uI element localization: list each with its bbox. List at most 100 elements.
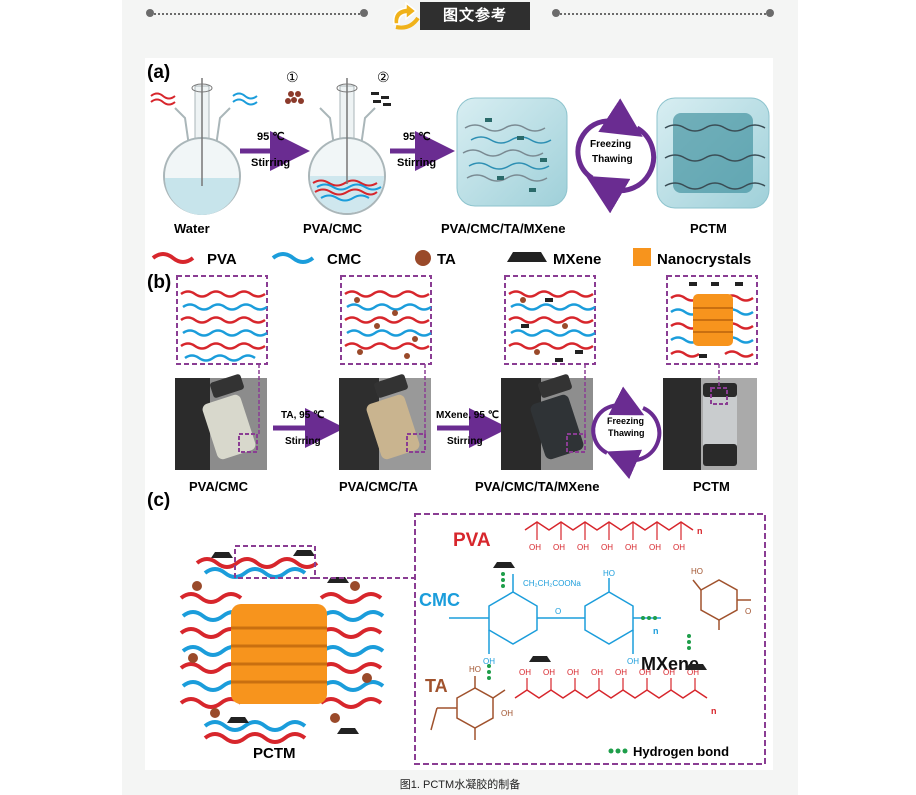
photo-pva-cmc [175, 364, 267, 470]
panel-a-label: (a) [147, 62, 170, 83]
pva-bottom-oh-6: OH [639, 668, 651, 677]
stage-a-water: Water [174, 221, 210, 236]
pva-oh-7: OH [673, 543, 685, 552]
zoom-box-2 [340, 275, 432, 365]
header-dot-right [766, 9, 774, 17]
header-dot-left [146, 9, 154, 17]
marker-1: ① [286, 69, 299, 85]
stage-b-pva-cmc-ta: PVA/CMC/TA [339, 479, 419, 494]
photo-pctm [663, 364, 757, 470]
legend-ta: TA [437, 251, 456, 268]
cube-sol [456, 97, 568, 207]
legend-nanocrystals-icon [633, 248, 651, 266]
header-dot-left-inner [360, 9, 368, 17]
refresh-arrow-icon [393, 1, 420, 30]
pva-backbone-bottom [514, 678, 708, 699]
photo-pva-cmc-ta [339, 364, 431, 470]
stage-a-pva-cmc: PVA/CMC [303, 221, 363, 236]
legend-pva: PVA [207, 251, 237, 268]
legend-hbond [608, 748, 628, 754]
zoom-box-1 [176, 275, 268, 365]
section-badge: 图文参考 [384, 0, 530, 32]
pva-oh-6: OH [649, 543, 661, 552]
pva-bottom-oh-2: OH [543, 668, 555, 677]
section-title: 图文参考 [442, 7, 507, 24]
figure-image: (a) 95 ℃ Stirring ① ② 95 ℃ Stirring [145, 58, 773, 770]
pva-oh-3: OH [577, 543, 589, 552]
ta-structure-right [692, 579, 751, 630]
stage-a-pva-cmc-ta-mxene: PVA/CMC/TA/MXene [441, 221, 565, 236]
flask-water [163, 78, 241, 215]
cycle-b-freezing: Freezing [607, 416, 644, 426]
stage-b-pctm: PCTM [693, 479, 730, 494]
arrow-b1-action: Stirring [285, 436, 321, 447]
pva-bottom-oh-4: OH [591, 668, 603, 677]
mxene-flakes-c [493, 562, 707, 670]
ta-structure-left [430, 676, 506, 740]
figure-caption: 图1. PCTM水凝胶的制备 [399, 779, 521, 791]
cmc-structure [449, 574, 661, 654]
arrow-b1-text: TA, 95 ℃ [281, 410, 324, 421]
pva-bottom-oh-1: OH [519, 668, 531, 677]
pva-bottom-oh-7: OH [663, 668, 675, 677]
freeze-thaw-cycle-b [591, 386, 662, 480]
legend-cmc: CMC [327, 251, 361, 268]
ta-label: TA [425, 676, 448, 696]
panel-b-label: (b) [147, 272, 171, 293]
pva-oh-2: OH [553, 543, 565, 552]
legend-cmc-icon [271, 252, 315, 264]
legend-mxene: MXene [553, 251, 601, 268]
stage-a-pctm: PCTM [690, 221, 727, 236]
pva-n-top: n [697, 526, 703, 536]
ta-particles-icon [285, 91, 304, 104]
freeze-thaw-cycle [575, 98, 657, 214]
cube-pctm [656, 97, 770, 209]
mxene-label: MXene [641, 654, 699, 674]
pva-backbone-top [524, 521, 694, 540]
arrow-a1-action: Stirring [251, 157, 290, 169]
ta-left-ho: HO [469, 665, 481, 674]
cycle-b-thawing: Thawing [608, 428, 645, 438]
hydrogen-bond-label: Hydrogen bond [633, 744, 729, 759]
mxene-flakes-icon [371, 92, 391, 106]
cycle-a-freezing: Freezing [590, 139, 631, 150]
pva-label: PVA [453, 530, 491, 551]
figure-svg: (a) 95 ℃ Stirring ① ② 95 ℃ Stirring [147, 62, 770, 765]
legend-pva-icon [151, 252, 195, 264]
arrow-b2-action: Stirring [447, 436, 483, 447]
legend-ta-icon [415, 250, 431, 266]
zoom-box-3 [504, 275, 596, 365]
pva-oh-5: OH [625, 543, 637, 552]
header-dot-right-inner [552, 9, 560, 17]
pctm-schematic [179, 545, 385, 744]
arrow-a2-temp: 95 ℃ [403, 131, 431, 143]
cmc-label: CMC [419, 590, 460, 610]
cmc-oh-bottom-2: OH [627, 657, 639, 666]
photo-pva-cmc-ta-mxene [501, 364, 593, 470]
cmc-n: n [653, 626, 659, 636]
pva-bottom-oh-5: OH [615, 668, 627, 677]
hydrogen-bond-dots [487, 572, 691, 680]
marker-2: ② [377, 69, 390, 85]
ta-left-oh: OH [501, 709, 513, 718]
cmc-bridge-o: O [555, 607, 561, 616]
panel-c-label: (c) [147, 490, 170, 511]
ta-right-ho: HO [691, 567, 703, 576]
chemistry-box [414, 513, 766, 765]
cmc-oh-bottom: OH [483, 657, 495, 666]
zoom-box-4 [666, 275, 758, 365]
cmc-side-chain: CH₂CH₂COONa [523, 579, 581, 588]
flask-pva-cmc [308, 78, 386, 215]
badge-background [420, 2, 530, 30]
header-rule-left [154, 13, 360, 15]
arrow-a2-action: Stirring [397, 157, 436, 169]
pctm-left-label: PCTM [253, 745, 296, 762]
legend-mxene-icon [507, 252, 547, 262]
stage-b-pva-cmc-ta-mxene: PVA/CMC/TA/MXene [475, 479, 599, 494]
cmc-chains-icon [232, 92, 258, 106]
cycle-a-thawing: Thawing [592, 154, 633, 165]
cmc-ho-top: HO [603, 569, 615, 578]
pva-n-bottom: n [711, 706, 717, 716]
pva-bottom-oh-3: OH [567, 668, 579, 677]
pva-oh-4: OH [601, 543, 613, 552]
